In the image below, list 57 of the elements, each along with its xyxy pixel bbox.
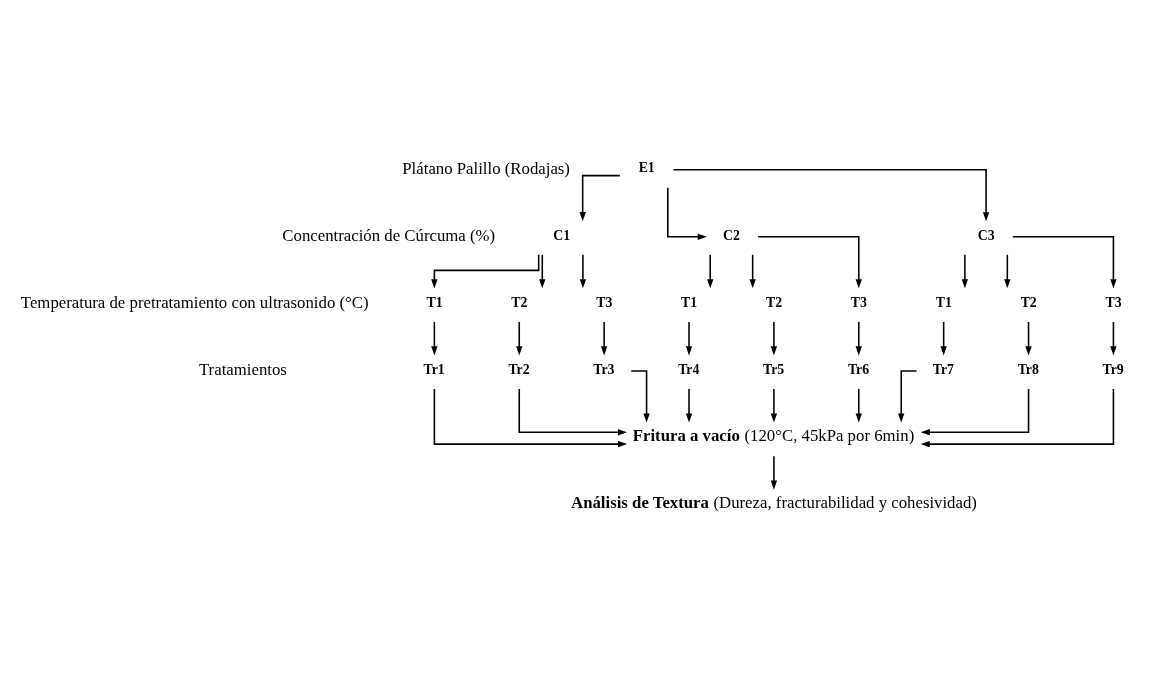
arrow — [518, 388, 628, 436]
arrow — [707, 254, 714, 289]
arrow — [433, 388, 628, 448]
node-text: E1 — [638, 160, 655, 176]
node-text: Tr1 — [423, 361, 445, 377]
node-text: C1 — [553, 227, 571, 243]
arrow — [757, 236, 862, 289]
node-text: T3 — [1105, 294, 1122, 310]
node-text: Tr5 — [763, 361, 785, 377]
node-text: T3 — [596, 294, 613, 310]
arrow — [1012, 236, 1117, 289]
node-text: Análisis de Textura (Dureza, fracturabilidad y cohesividad) — [571, 493, 977, 513]
node-text: T2 — [511, 294, 528, 310]
node-text: Tr2 — [508, 361, 530, 377]
arrow — [685, 388, 693, 423]
node-text: T2 — [1020, 294, 1037, 310]
arrow — [667, 186, 707, 240]
arrow — [539, 254, 546, 289]
arrow — [920, 388, 1115, 448]
arrow — [770, 388, 778, 423]
arrow — [855, 321, 862, 356]
arrow — [1004, 254, 1011, 289]
node-text: Tr3 — [593, 361, 615, 377]
node-text: Tr7 — [932, 361, 954, 377]
arrow — [770, 455, 778, 490]
arrow — [431, 254, 540, 289]
arrow — [431, 321, 438, 356]
node-text: T1 — [681, 294, 698, 310]
node-text: T1 — [935, 294, 952, 310]
label: Plátano Palillo (Rodajas) — [402, 158, 570, 178]
arrow — [1110, 321, 1117, 356]
node-text: Tr4 — [678, 361, 700, 377]
arrow — [672, 168, 990, 222]
node-text: T1 — [426, 294, 443, 310]
node-text: T3 — [850, 294, 867, 310]
arrow — [600, 321, 608, 356]
node-text: C3 — [977, 227, 995, 243]
node-text: C2 — [723, 227, 740, 243]
arrow — [685, 321, 693, 356]
node-text: T2 — [766, 294, 783, 310]
arrow — [940, 321, 947, 356]
arrow — [749, 254, 756, 289]
label: Tratamientos — [198, 360, 287, 380]
arrow — [770, 321, 778, 356]
node-text: Fritura a vacío (120°C, 45kPa por 6min) — [632, 426, 915, 446]
arrow — [516, 321, 523, 356]
label: Concentración de Cúrcuma (%) — [282, 225, 496, 245]
arrow — [1025, 321, 1032, 356]
arrow — [920, 388, 1030, 436]
arrow — [855, 388, 862, 423]
node-text: Tr9 — [1102, 361, 1124, 377]
node-text: Tr6 — [847, 361, 870, 377]
arrow — [961, 254, 969, 289]
arrow — [579, 174, 621, 222]
node-text: Tr8 — [1017, 361, 1039, 377]
label: Temperatura de pretratamiento con ultrasonido (°C) — [20, 292, 369, 312]
arrow — [579, 254, 587, 289]
